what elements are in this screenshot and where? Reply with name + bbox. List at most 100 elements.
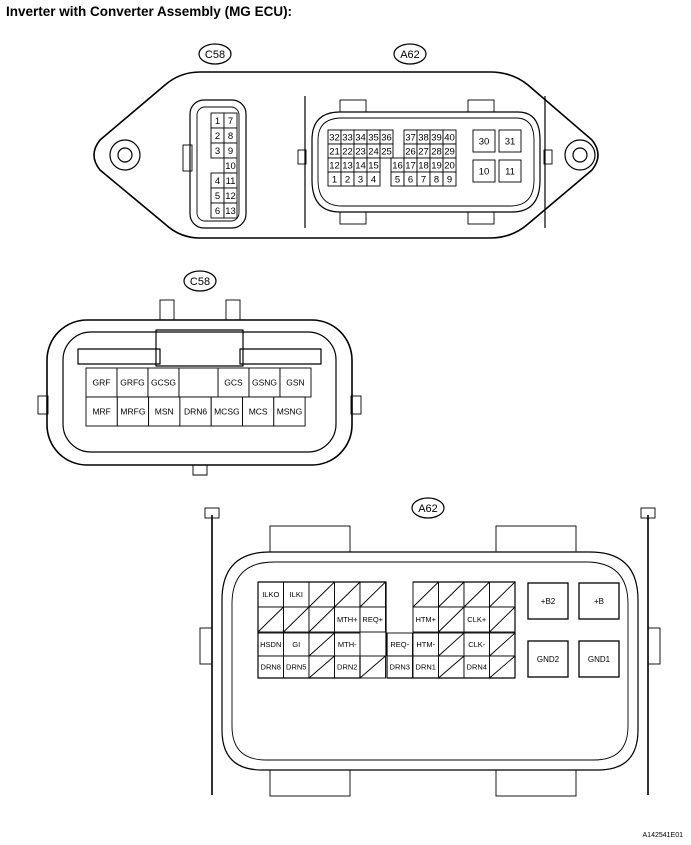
a62-pin-mthminus-text: MTH- bbox=[338, 640, 357, 649]
c58-top-pin-2: 2 bbox=[210, 127, 225, 144]
a62-top-pin-10: 10 bbox=[472, 159, 496, 183]
a62-top-pin-34-text: 34 bbox=[355, 132, 366, 143]
a62-pin-drn8-text: DRN8 bbox=[261, 663, 281, 672]
a62-detail-label-text: A62 bbox=[418, 503, 438, 515]
c58-pin-mrfg: MRFG bbox=[116, 396, 150, 427]
a62-pin-drn2-text: DRN2 bbox=[337, 663, 357, 672]
c58-top-pin-13-text: 13 bbox=[225, 206, 236, 217]
a62-top-pin-33: 33 bbox=[340, 129, 355, 145]
a62-top-pin-25-text: 25 bbox=[381, 146, 392, 157]
a62-pin-drn2: DRN2 bbox=[334, 655, 361, 679]
a62-pin-plusb2-text: +B2 bbox=[541, 597, 556, 606]
c58-top-pin-5: 5 bbox=[210, 187, 225, 204]
a62-top-label-text: A62 bbox=[400, 49, 420, 61]
c58-pin-mcsg: MCSG bbox=[210, 396, 243, 427]
a62-pin-empty bbox=[438, 655, 465, 679]
a62-pin-plusb2: +B2 bbox=[527, 582, 569, 620]
a62-top-pin-7: 7 bbox=[416, 171, 431, 187]
a62-top-pin-10-text: 10 bbox=[479, 166, 490, 177]
a62-pin-mthplus: MTH+ bbox=[334, 606, 361, 633]
c58-top-pin-12-text: 12 bbox=[225, 191, 236, 202]
a62-top-pin-22-text: 22 bbox=[342, 146, 353, 157]
a62-top-pin-3-text: 3 bbox=[358, 174, 363, 185]
a62-top-pin-37-text: 37 bbox=[405, 132, 416, 143]
a62-pin-gi: GI bbox=[283, 632, 310, 657]
a62-pin-gnd1: GND1 bbox=[578, 640, 620, 678]
a62-pin-drn3-text: DRN3 bbox=[390, 663, 410, 672]
a62-top-pin-13-text: 13 bbox=[342, 160, 353, 171]
c58-pin-mrf-text: MRF bbox=[92, 407, 110, 417]
a62-pin-reqplus: REQ+ bbox=[359, 606, 386, 633]
a62-top-pin-28: 28 bbox=[429, 143, 444, 159]
a62-pin-gnd2-text: GND2 bbox=[537, 655, 560, 664]
a62-pin-htmplus: HTM+ bbox=[412, 606, 439, 633]
a62-top-pin-17: 17 bbox=[403, 157, 418, 173]
a62-pin-plusb-text: +B bbox=[594, 597, 604, 606]
c58-top-pin-10-text: 10 bbox=[225, 161, 236, 172]
a62-pin-empty bbox=[463, 581, 490, 608]
a62-top-pin-35: 35 bbox=[366, 129, 381, 145]
a62-pin-empty bbox=[308, 581, 335, 608]
a62-pin-empty bbox=[438, 581, 465, 608]
c58-top-pin-11-text: 11 bbox=[226, 176, 236, 187]
c58-pin-drn6-text: DRN6 bbox=[184, 407, 207, 417]
c58-top-pin-7-text: 7 bbox=[228, 116, 233, 127]
c58-pin-msng: MSNG bbox=[273, 396, 306, 427]
a62-pin-empty bbox=[438, 606, 465, 633]
a62-top-pin-4: 4 bbox=[366, 171, 381, 187]
a62-pin-empty bbox=[489, 606, 516, 633]
a62-top-pin-18: 18 bbox=[416, 157, 431, 173]
a62-top-pin-15-text: 15 bbox=[368, 160, 379, 171]
c58-pin-grfg-text: GRFG bbox=[120, 378, 145, 388]
a62-top-pin-20: 20 bbox=[442, 157, 457, 173]
a62-top-pin-11: 11 bbox=[498, 159, 522, 183]
a62-top-pin-26-text: 26 bbox=[405, 146, 416, 157]
c58-pin-msng-text: MSNG bbox=[277, 407, 303, 417]
a62-pin-empty bbox=[489, 655, 516, 679]
a62-pin-clkplus: CLK+ bbox=[463, 606, 490, 633]
a62-top-pin-26: 26 bbox=[403, 143, 418, 159]
c58-top-pin-12: 12 bbox=[223, 187, 238, 204]
a62-pin-htmminus-text: HTM- bbox=[416, 640, 435, 649]
a62-top-pin-16-text: 16 bbox=[392, 160, 403, 171]
a62-top-pin-23-text: 23 bbox=[355, 146, 366, 157]
a62-pin-drn8: DRN8 bbox=[257, 655, 284, 679]
c58-pin-mrf: MRF bbox=[85, 396, 118, 427]
a62-top-pin-13: 13 bbox=[340, 157, 355, 173]
a62-top-pin-9-text: 9 bbox=[447, 174, 452, 185]
a62-pin-drn1: DRN1 bbox=[412, 655, 439, 679]
c58-top-pin-13: 13 bbox=[223, 202, 238, 219]
a62-pin-empty bbox=[359, 655, 386, 679]
a62-top-pin-16: 16 bbox=[390, 157, 405, 173]
a62-top-pin-2: 2 bbox=[340, 171, 355, 187]
a62-top-pin-27-text: 27 bbox=[418, 146, 429, 157]
c58-pin-grfg: GRFG bbox=[116, 367, 149, 398]
a62-pin-hsdn: HSDN bbox=[257, 632, 284, 657]
a62-top-pin-15: 15 bbox=[366, 157, 381, 173]
a62-pin-empty bbox=[489, 581, 516, 608]
a62-top-pin-37: 37 bbox=[403, 129, 418, 145]
c58-top-pin-5-text: 5 bbox=[215, 191, 220, 202]
a62-top-pin-30: 30 bbox=[472, 129, 496, 153]
c58-top-pin-6-text: 6 bbox=[215, 206, 220, 217]
a62-pin-hsdn-text: HSDN bbox=[260, 640, 281, 649]
a62-top-pin-3: 3 bbox=[353, 171, 368, 187]
a62-top-pin-39: 39 bbox=[429, 129, 444, 145]
a62-pin-mthminus: MTH- bbox=[334, 632, 361, 657]
c58-top-label-text: C58 bbox=[205, 49, 225, 61]
a62-top-pin-31-text: 31 bbox=[505, 136, 516, 147]
a62-top-pin-29: 29 bbox=[442, 143, 457, 159]
c58-detail-label: C58 bbox=[183, 270, 217, 292]
c58-top-pin-6: 6 bbox=[210, 202, 225, 219]
a62-top-pin-12-text: 12 bbox=[329, 160, 340, 171]
a62-pin-empty bbox=[308, 632, 335, 657]
a62-pin-drn4: DRN4 bbox=[463, 655, 490, 679]
a62-pin-htmplus-text: HTM+ bbox=[415, 615, 436, 624]
a62-pin-empty bbox=[308, 606, 335, 633]
c58-pin-gcs-text: GCS bbox=[224, 378, 243, 388]
a62-pin-mthplus-text: MTH+ bbox=[337, 615, 358, 624]
a62-top-pin-27: 27 bbox=[416, 143, 431, 159]
a62-pin-reqminus-text: REQ- bbox=[390, 640, 409, 649]
a62-top-pin-25: 25 bbox=[379, 143, 394, 159]
a62-top-pin-33-text: 33 bbox=[342, 132, 353, 143]
